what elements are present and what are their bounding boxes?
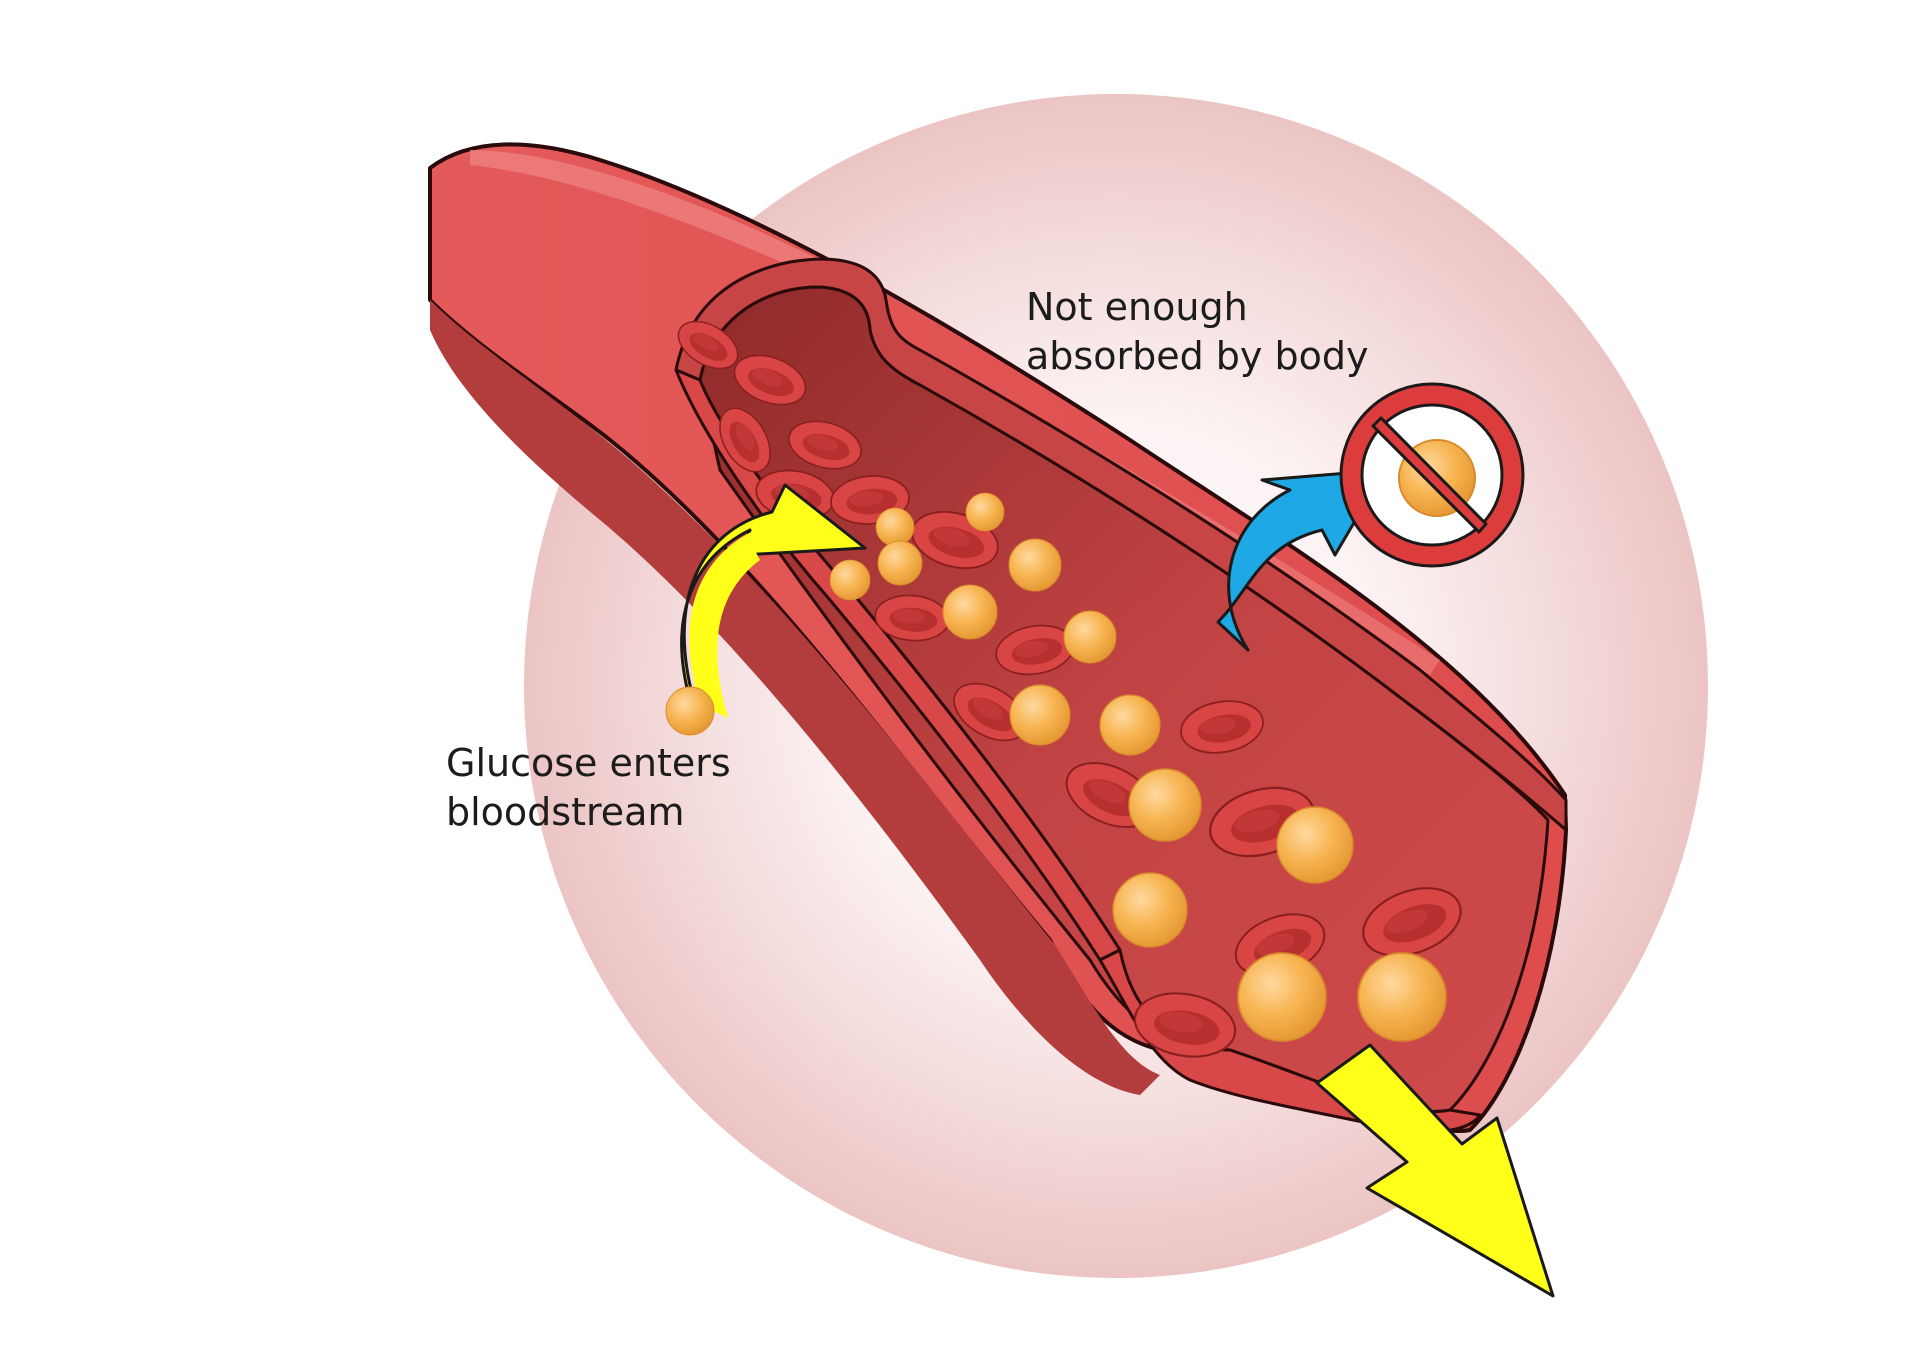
glucose-molecule: [1099, 694, 1161, 756]
glucose-molecule: [1237, 952, 1327, 1042]
curved-arrow-icon: [1216, 468, 1387, 652]
label-line: absorbed by body: [1026, 334, 1369, 378]
prohibited-icon: [1339, 382, 1525, 568]
glucose-molecule: [1128, 768, 1202, 842]
glucose-molecule: [942, 584, 998, 640]
glucose-molecule: [665, 686, 715, 736]
glucose-molecule: [1357, 952, 1447, 1042]
arrow-down-right-icon: [1315, 1043, 1555, 1298]
glucose-molecule: [965, 492, 1005, 532]
glucose-molecule: [877, 540, 923, 586]
glucose-molecule: [829, 559, 871, 601]
glucose-molecule: [1112, 872, 1188, 948]
label-line: bloodstream: [446, 790, 685, 834]
curved-arrow-up-icon: [680, 483, 867, 718]
label-glucose-enters: Glucose enters bloodstream: [446, 739, 731, 837]
label-line: Glucose enters: [446, 741, 731, 785]
glucose-molecule: [1276, 806, 1354, 884]
blood-vessel: [428, 142, 1568, 1134]
glucose-molecule: [875, 507, 915, 547]
glucose-molecule: [1063, 610, 1117, 664]
label-not-absorbed: Not enough absorbed by body: [1026, 283, 1368, 381]
glucose-molecule: [1009, 684, 1071, 746]
glucose-molecule: [1008, 538, 1062, 592]
label-line: Not enough: [1026, 285, 1248, 329]
